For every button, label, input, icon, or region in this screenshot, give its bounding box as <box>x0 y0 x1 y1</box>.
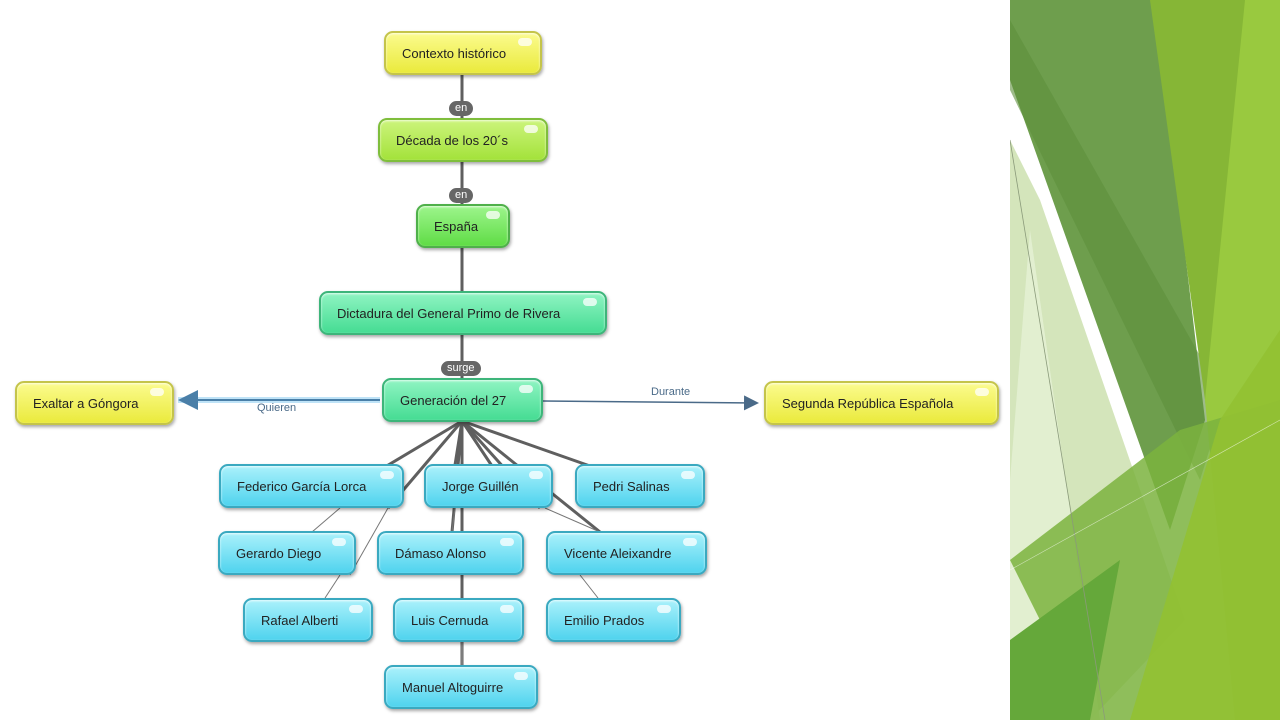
node-label: Federico García Lorca <box>237 478 367 494</box>
connector-line <box>451 507 456 533</box>
decorative-green-shapes <box>1010 0 1280 720</box>
node-label: Segunda República Española <box>782 395 954 411</box>
node-dictadura[interactable]: Dictadura del General Primo de Rivera <box>319 291 607 335</box>
node-segunda-republica[interactable]: Segunda República Española <box>764 381 999 425</box>
deco-shape <box>1130 330 1280 720</box>
node-label: Contexto histórico <box>402 45 507 61</box>
node-label: Dictadura del General Primo de Rivera <box>337 305 561 321</box>
deco-line <box>1010 419 1280 571</box>
node-label: Dámaso Alonso <box>395 545 487 561</box>
node-lorca[interactable]: Federico García Lorca <box>219 464 404 508</box>
node-label: Jorge Guillén <box>442 478 519 494</box>
connector-arrow-durante <box>542 395 759 411</box>
link-label-durante: Durante <box>651 386 691 398</box>
connector-line <box>544 507 601 533</box>
connector-line <box>311 507 341 533</box>
node-altoguirre[interactable]: Manuel Altoguirre <box>384 665 538 709</box>
node-label: Luis Cernuda <box>411 612 489 628</box>
node-generacion-27[interactable]: Generación del 27 <box>382 378 543 422</box>
node-cernuda[interactable]: Luis Cernuda <box>393 598 524 642</box>
node-alonso[interactable]: Dámaso Alonso <box>377 531 524 575</box>
node-label: Rafael Alberti <box>261 612 339 628</box>
deco-shape <box>1010 560 1120 720</box>
connector-line <box>324 574 341 599</box>
node-label: España <box>434 218 479 234</box>
node-guillen[interactable]: Jorge Guillén <box>424 464 553 508</box>
link-label-quieren: Quieren <box>257 402 297 414</box>
connector-line <box>461 419 591 468</box>
node-label: Vicente Aleixandre <box>564 545 672 561</box>
connector-line <box>379 419 463 472</box>
node-label: Emilio Prados <box>564 612 645 628</box>
link-label-en-1: en <box>449 101 474 116</box>
node-prados[interactable]: Emilio Prados <box>546 598 681 642</box>
node-espana[interactable]: España <box>416 204 510 248</box>
connector-line <box>579 574 599 599</box>
node-alberti[interactable]: Rafael Alberti <box>243 598 373 642</box>
node-label: Exaltar a Góngora <box>33 395 139 411</box>
link-label-en-2: en <box>449 188 474 203</box>
node-aleixandre[interactable]: Vicente Aleixandre <box>546 531 707 575</box>
node-exaltar-gongora[interactable]: Exaltar a Góngora <box>15 381 174 425</box>
deco-line <box>1010 139 1106 720</box>
deco-shape <box>1010 20 1225 480</box>
node-contexto-historico[interactable]: Contexto histórico <box>384 31 542 75</box>
node-diego[interactable]: Gerardo Diego <box>218 531 356 575</box>
node-label: Generación del 27 <box>400 392 507 408</box>
node-label: Década de los 20´s <box>396 132 509 148</box>
node-salinas[interactable]: Pedri Salinas <box>575 464 705 508</box>
link-label-surge: surge <box>441 361 481 376</box>
connector-line <box>349 507 389 576</box>
node-label: Manuel Altoguirre <box>402 679 504 695</box>
node-label: Gerardo Diego <box>236 545 322 561</box>
node-label: Pedri Salinas <box>593 478 670 494</box>
node-decada-20s[interactable]: Década de los 20´s <box>378 118 548 162</box>
